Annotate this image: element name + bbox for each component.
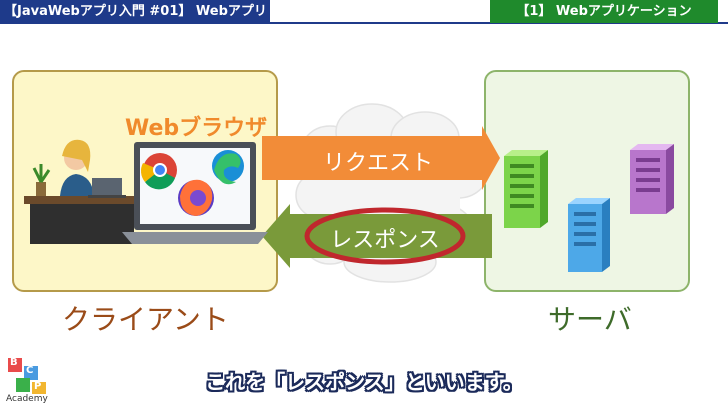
logo-letter-c: C bbox=[26, 365, 34, 376]
logo-letter-b: B bbox=[10, 357, 18, 368]
chrome-icon bbox=[140, 153, 177, 190]
response-highlight-ring bbox=[304, 207, 466, 265]
edge-icon bbox=[212, 150, 244, 185]
header-right-title: 【1】 Webアプリケーション bbox=[490, 0, 718, 23]
caption-subtitle: これを「レスポンス」といいます。 bbox=[205, 370, 523, 394]
response-label: レスポンス bbox=[330, 228, 440, 253]
header-left-title: 【JavaWebアプリ入門 #01】 Webアプリ bbox=[0, 0, 270, 23]
server-label: サーバ bbox=[548, 303, 632, 336]
person-at-desk-icon bbox=[24, 139, 144, 244]
browser-label: Webブラウザ bbox=[125, 116, 268, 141]
bcp-logo-icon bbox=[8, 358, 46, 394]
request-label: リクエスト bbox=[322, 151, 433, 176]
request-arrow bbox=[262, 126, 500, 190]
server-blue-icon bbox=[568, 198, 610, 272]
academy-logo-text: Academy bbox=[6, 394, 48, 404]
client-label: クライアント bbox=[62, 303, 229, 336]
header-rule bbox=[0, 22, 728, 24]
academy-logo: B C P bbox=[4, 354, 52, 406]
logo-letter-p: P bbox=[34, 381, 42, 392]
server-green-icon bbox=[504, 150, 548, 228]
firefox-icon bbox=[178, 179, 214, 216]
server-purple-icon bbox=[630, 144, 674, 214]
